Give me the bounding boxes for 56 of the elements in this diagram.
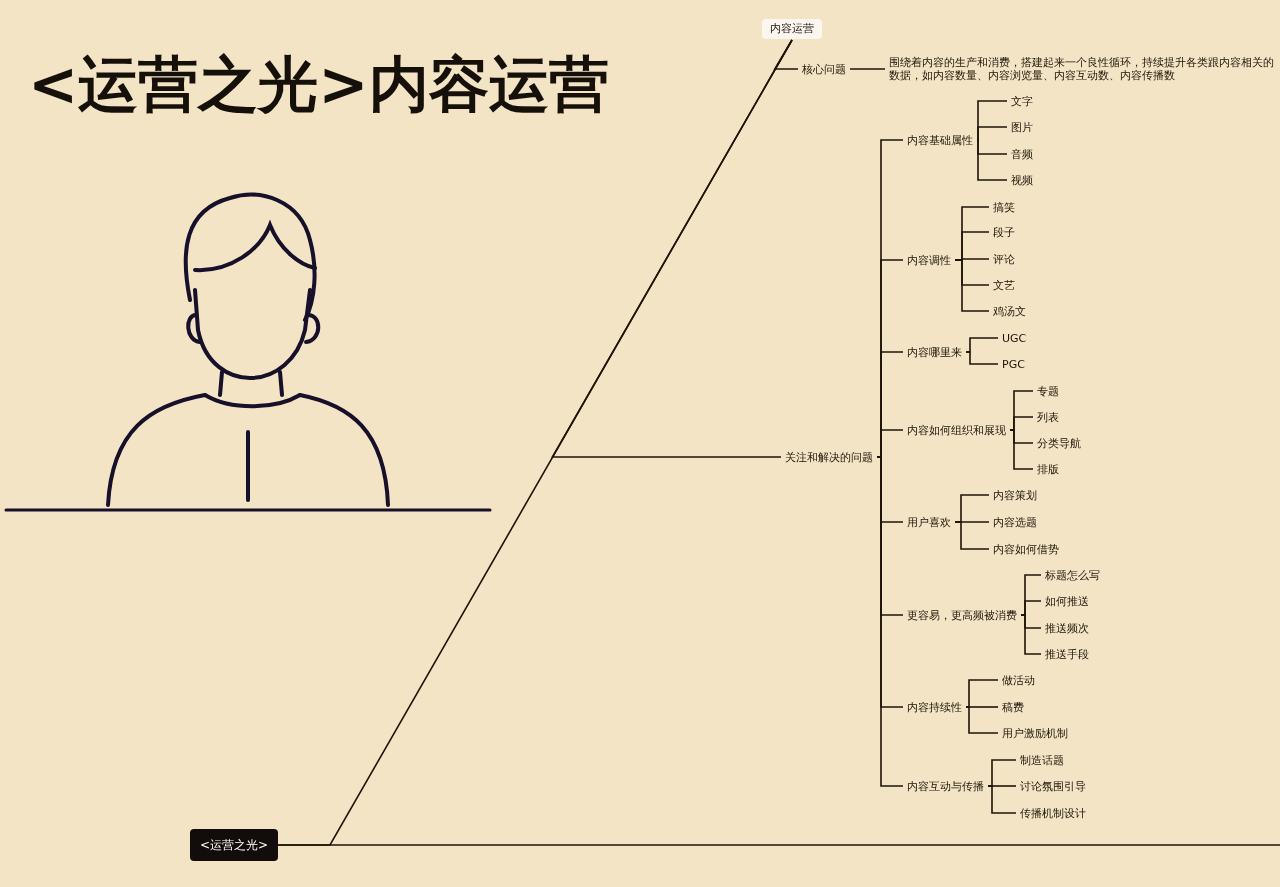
topic-text: PGC xyxy=(1002,357,1025,371)
topic-text: 排版 xyxy=(1037,462,1059,476)
topic-text: 专题 xyxy=(1037,384,1059,398)
title-text: <运营之光>内容运营 xyxy=(28,48,609,120)
topic-text: 传播机制设计 xyxy=(1020,806,1086,820)
topic-text: 标题怎么写 xyxy=(1045,568,1100,582)
topic-text: 搞笑 xyxy=(993,200,1015,214)
connector-line xyxy=(965,351,999,365)
topic-text: 列表 xyxy=(1037,410,1059,424)
connector-line xyxy=(1020,614,1042,655)
topic-text: 核心问题 xyxy=(802,62,846,76)
topic-text: 用户激励机制 xyxy=(1002,726,1068,740)
topic-text: 稿费 xyxy=(1002,700,1024,714)
connector-line xyxy=(849,68,886,70)
topic-text: 文字 xyxy=(1011,94,1033,108)
topic-text: 讨论氛围引导 xyxy=(1020,779,1086,793)
topic-text: 内容持续性 xyxy=(907,700,962,714)
topic-text: 内容如何借势 xyxy=(993,542,1059,556)
connector-line xyxy=(277,844,1280,846)
topic-text: 鸡汤文 xyxy=(993,304,1026,318)
topic-text: 用户喜欢 xyxy=(907,515,951,529)
connector-line xyxy=(954,521,990,550)
connector-line xyxy=(1009,429,1034,470)
topic-text: 内容如何组织和展现 xyxy=(907,423,1006,437)
topic-text: 内容互动与传播 xyxy=(907,779,984,793)
topic-text: 文艺 xyxy=(993,278,1015,292)
topic-text: 内容基础属性 xyxy=(907,133,973,147)
connector-line xyxy=(876,456,904,787)
topic-text: 视频 xyxy=(1011,173,1033,187)
topic-text: 内容调性 xyxy=(907,253,951,267)
topic-text: 做活动 xyxy=(1002,673,1035,687)
topic-text: 音频 xyxy=(1011,147,1033,161)
topic-box: 内容运营 xyxy=(762,19,822,39)
topic-text: 如何推送 xyxy=(1045,594,1089,608)
topic-text: 图片 xyxy=(1011,120,1033,134)
topic-text: 内容哪里来 xyxy=(907,345,962,359)
description-text: 围绕着内容的生产和消费，搭建起来一个良性循环，持续提升各类跟内容相关的数据，如内容数量、内容浏览量、内容互动数、内容传播数 xyxy=(889,56,1274,82)
topic-text: 制造话题 xyxy=(1020,753,1064,767)
topic-text: 内容策划 xyxy=(993,488,1037,502)
connector-line xyxy=(965,679,999,708)
topic-text: UGC xyxy=(1002,331,1027,345)
connector-line xyxy=(976,126,1008,141)
topic-text: 推送频次 xyxy=(1045,621,1089,635)
connector-line xyxy=(965,706,999,734)
topic-box: <运营之光> xyxy=(190,829,279,861)
connector-line xyxy=(954,259,990,312)
topic-text: 更容易，更高频被消费 xyxy=(907,608,1017,622)
topic-text: 内容选题 xyxy=(993,515,1037,529)
connector-line xyxy=(987,785,1017,814)
topic-text: 分类导航 xyxy=(1037,436,1081,450)
topic-text: 段子 xyxy=(993,225,1015,239)
topic-text: 推送手段 xyxy=(1045,647,1089,661)
topic-text: 评论 xyxy=(993,252,1015,266)
topic-text: 关注和解决的问题 xyxy=(785,450,873,464)
connector-line xyxy=(976,139,1008,181)
connector-line xyxy=(551,39,793,458)
